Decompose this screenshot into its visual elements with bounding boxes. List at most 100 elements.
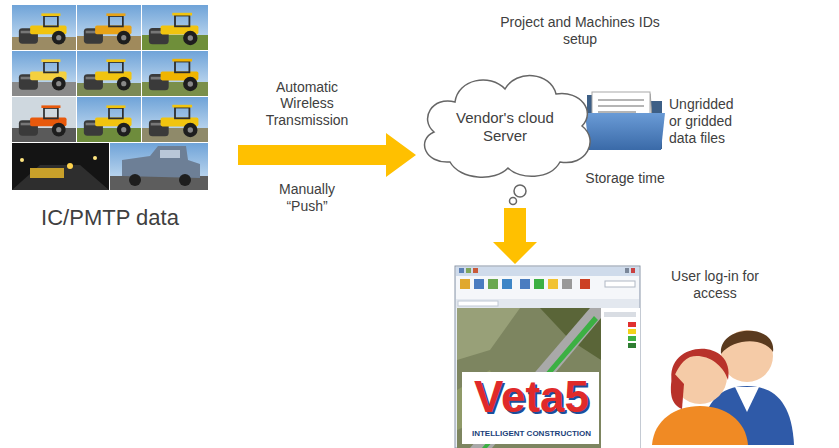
software-screenshot-part bbox=[631, 268, 635, 273]
software-screenshot-part bbox=[456, 299, 639, 308]
machine-photo-collage-part bbox=[84, 105, 132, 136]
machine-photo-collage-part bbox=[93, 156, 97, 160]
users-node: User log-in for access bbox=[650, 266, 795, 446]
machine-photo-collage-part bbox=[30, 168, 64, 178]
machine-photo-collage-part bbox=[19, 59, 67, 90]
label-slot: Manually “Push” bbox=[257, 181, 357, 215]
machine-photo-collage-part bbox=[84, 13, 132, 44]
users-icon-part bbox=[652, 406, 748, 445]
thought-bubbles-part bbox=[514, 185, 526, 197]
machine-photo-collage-part bbox=[12, 143, 109, 190]
machine-photo-collage-part bbox=[142, 5, 208, 50]
software-screenshot-part bbox=[580, 279, 590, 289]
logo-text: Veta5 bbox=[463, 374, 600, 420]
software-screenshot-part bbox=[534, 279, 544, 289]
machine-photo-collage-part bbox=[77, 97, 141, 142]
software-screenshot bbox=[455, 266, 640, 448]
software-screenshot-part bbox=[456, 276, 639, 299]
users-icon-part bbox=[671, 372, 684, 409]
machine-photo-collage-part bbox=[19, 105, 67, 136]
users-icon-part bbox=[721, 331, 773, 354]
text-slot: Veta5 bbox=[463, 374, 600, 420]
software-screenshot-part bbox=[457, 308, 520, 360]
folder-icon bbox=[585, 92, 665, 150]
machine-photo-collage-part bbox=[12, 97, 76, 142]
text-slot: Storage time bbox=[585, 170, 665, 187]
users-icon-part bbox=[671, 349, 728, 382]
software-screenshot-part bbox=[520, 279, 530, 289]
edge-label: Automatic Wireless Transmission bbox=[257, 79, 357, 129]
cloud-text: Vendor's cloud Server bbox=[445, 109, 565, 145]
text-slot: Vendor's cloud Server bbox=[445, 109, 565, 145]
machine-photo-collage-part bbox=[160, 150, 180, 158]
software-screenshot-part bbox=[455, 266, 640, 448]
text-slot: INTELLIGENT CONSTRUCTION bbox=[463, 429, 600, 439]
users-icon bbox=[652, 330, 794, 445]
software-screenshot-part bbox=[462, 372, 599, 444]
edge-note: Manually “Push” bbox=[257, 181, 357, 215]
software-screenshot-part bbox=[474, 279, 484, 289]
machine-photo-collage-part bbox=[122, 146, 200, 178]
software-screenshot-part bbox=[548, 279, 558, 289]
software-screenshot-part bbox=[601, 308, 640, 448]
edge-label-slot: Automatic Wireless Transmission bbox=[257, 79, 357, 129]
storage-label: Storage time bbox=[585, 170, 665, 187]
software-screenshot-part bbox=[625, 268, 629, 273]
caption-text: IC/PMTP data bbox=[12, 205, 208, 231]
software-screenshot-part bbox=[605, 281, 635, 287]
machine-photo-collage-part bbox=[149, 13, 199, 45]
software-screenshot-part bbox=[460, 279, 470, 289]
text-slot: Ungridded or gridded data files bbox=[669, 96, 749, 146]
machine-photo-collage-part bbox=[149, 105, 199, 137]
folder-icon-part bbox=[598, 105, 644, 107]
text-slot: IC/PMTP data bbox=[12, 205, 208, 231]
machine-photo-collage-part bbox=[110, 176, 208, 190]
block-arrow bbox=[493, 208, 537, 264]
data-files-node: Ungridded or gridded data filesStorage t… bbox=[583, 84, 751, 206]
software-screenshot-part bbox=[459, 268, 464, 273]
machine-photo-collage-part bbox=[110, 143, 208, 190]
software-screenshot-part bbox=[458, 301, 498, 306]
software-node: Veta5INTELLIGENT CONSTRUCTION bbox=[455, 266, 641, 448]
software-screenshot-part bbox=[628, 322, 636, 327]
software-screenshot-part bbox=[456, 267, 639, 276]
machine-photo-collage-part bbox=[12, 51, 76, 96]
cloud-shape bbox=[425, 76, 591, 178]
folder-icon-part bbox=[598, 99, 644, 101]
text-slot: User log-in for access bbox=[670, 268, 760, 302]
machine-photo-collage-part bbox=[84, 59, 132, 90]
folder-icon-part bbox=[598, 111, 636, 113]
thought-bubbles-part bbox=[510, 198, 517, 205]
machine-photo-collage-part bbox=[142, 97, 208, 142]
users-icon-part bbox=[721, 330, 773, 382]
machine-photo-collage-part bbox=[67, 163, 73, 169]
machine-photo-collage-part bbox=[77, 5, 141, 50]
software-screenshot-part bbox=[502, 279, 512, 289]
machine-photo-collage-part bbox=[77, 51, 141, 96]
cloud-server: Vendor's cloud Server bbox=[410, 62, 600, 184]
software-screenshot-part bbox=[604, 312, 636, 317]
photo-collage-node: IC/PMTP data bbox=[12, 5, 208, 237]
file-label: Ungridded or gridded data files bbox=[669, 96, 749, 146]
folder-icon-part bbox=[585, 113, 665, 150]
user-label: User log-in for access bbox=[670, 268, 760, 302]
logo-subtitle: INTELLIGENT CONSTRUCTION bbox=[463, 429, 600, 439]
thought-bubbles bbox=[510, 185, 527, 205]
machine-photo-collage-part bbox=[19, 13, 67, 44]
software-screenshot-part bbox=[628, 329, 636, 334]
software-screenshot-part bbox=[488, 279, 498, 289]
machine-photo-collage bbox=[12, 5, 208, 190]
machine-photo-collage-part bbox=[20, 158, 24, 162]
machine-photo-collage-part bbox=[12, 5, 76, 50]
software-screenshot-part bbox=[628, 336, 636, 341]
header-label: Project and Machines IDs setup bbox=[490, 14, 670, 48]
machine-photo-collage-part bbox=[179, 174, 191, 186]
machine-photo-collage-part bbox=[142, 51, 208, 96]
software-screenshot-part bbox=[473, 268, 478, 273]
software-screenshot-part bbox=[457, 308, 601, 448]
machine-photo-collage-part bbox=[129, 174, 141, 186]
block-arrow bbox=[238, 133, 416, 177]
machine-photo-collage-part bbox=[149, 59, 199, 91]
software-screenshot-part bbox=[628, 343, 636, 348]
